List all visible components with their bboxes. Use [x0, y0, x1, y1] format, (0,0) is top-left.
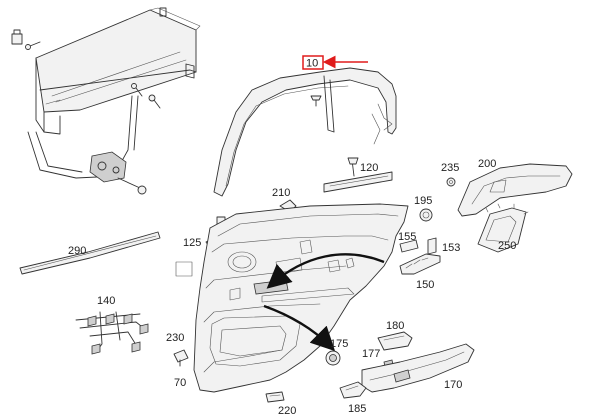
part-235-clip [446, 177, 456, 187]
label-235: 235 [441, 162, 459, 174]
label-175: 175 [330, 338, 348, 350]
part-230-clip [173, 349, 189, 367]
bolt-right-of-regulator [131, 83, 161, 109]
part-195-knob [419, 208, 433, 222]
part-290-seal-strip [19, 231, 161, 275]
label-170: 170 [444, 379, 462, 391]
part-250-bezel [477, 203, 529, 253]
part-185-bracket [339, 381, 367, 399]
label-70: 70 [174, 377, 186, 389]
assembly-arrow-upper [266, 253, 385, 289]
part-153-clip [427, 237, 437, 255]
part-10-callout: 10 [302, 55, 368, 70]
label-125: 125 [183, 237, 201, 249]
pin-near-trim [310, 95, 322, 107]
label-200: 200 [478, 158, 496, 170]
small-clip-top-left [11, 29, 23, 45]
label-155: 155 [398, 231, 416, 243]
assembly-arrow-lower [263, 304, 336, 352]
part-70-door-panel [193, 203, 409, 393]
part-180-cover [377, 331, 413, 351]
label-177: 177 [362, 348, 380, 360]
part-170-armrest-trim [361, 343, 475, 393]
part-120-screw-and-strip [323, 157, 393, 193]
part-175-rotary-knob [325, 350, 341, 366]
part-140-wiring-harness [75, 311, 149, 355]
label-195: 195 [414, 195, 432, 207]
label-140: 140 [97, 295, 115, 307]
label-153: 153 [442, 242, 460, 254]
part-155-switch [399, 239, 419, 253]
label-10: 10 [306, 58, 318, 70]
screw-top-left [25, 41, 41, 50]
small-sticker [175, 261, 193, 277]
label-185: 185 [348, 403, 366, 415]
label-210: 210 [272, 187, 290, 199]
part-200-trim-panel [457, 163, 573, 217]
part-10-window-trim [213, 67, 397, 197]
window-regulator-assembly [27, 7, 201, 195]
part-220-clip [265, 391, 285, 403]
part-150-switch-panel [399, 253, 441, 275]
label-180: 180 [386, 320, 404, 332]
label-290: 290 [68, 245, 86, 257]
label-120: 120 [360, 162, 378, 174]
label-250: 250 [498, 240, 516, 252]
label-150: 150 [416, 279, 434, 291]
label-230: 230 [166, 332, 184, 344]
label-220: 220 [278, 405, 296, 417]
